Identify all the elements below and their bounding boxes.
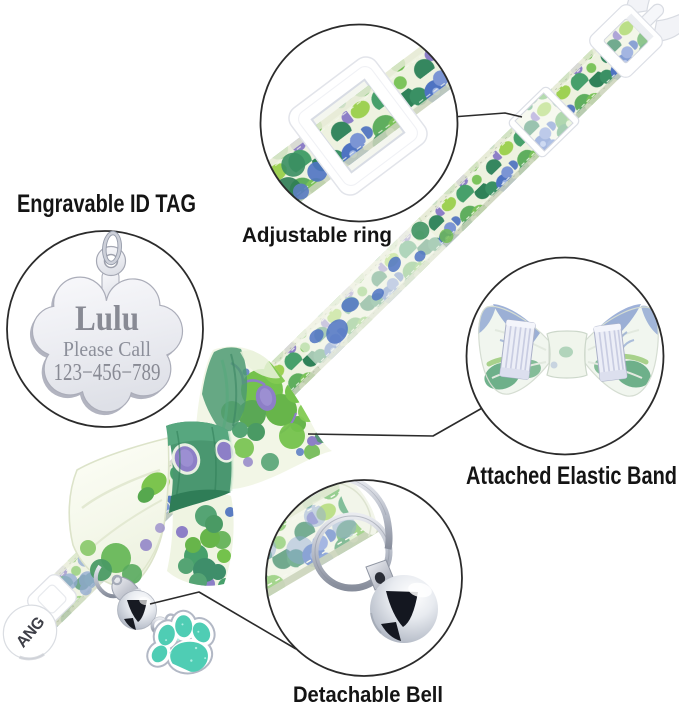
- svg-text:Detachable Bell: Detachable Bell: [293, 682, 443, 705]
- svg-text:Adjustable ring: Adjustable ring: [242, 223, 392, 247]
- svg-text:Lulu: Lulu: [75, 298, 139, 338]
- svg-text:Engravable ID TAG: Engravable ID TAG: [17, 190, 196, 218]
- svg-text:Attached Elastic Band: Attached Elastic Band: [466, 462, 677, 490]
- svg-text:123−456−789: 123−456−789: [54, 360, 161, 386]
- svg-text:Please Call: Please Call: [63, 337, 151, 361]
